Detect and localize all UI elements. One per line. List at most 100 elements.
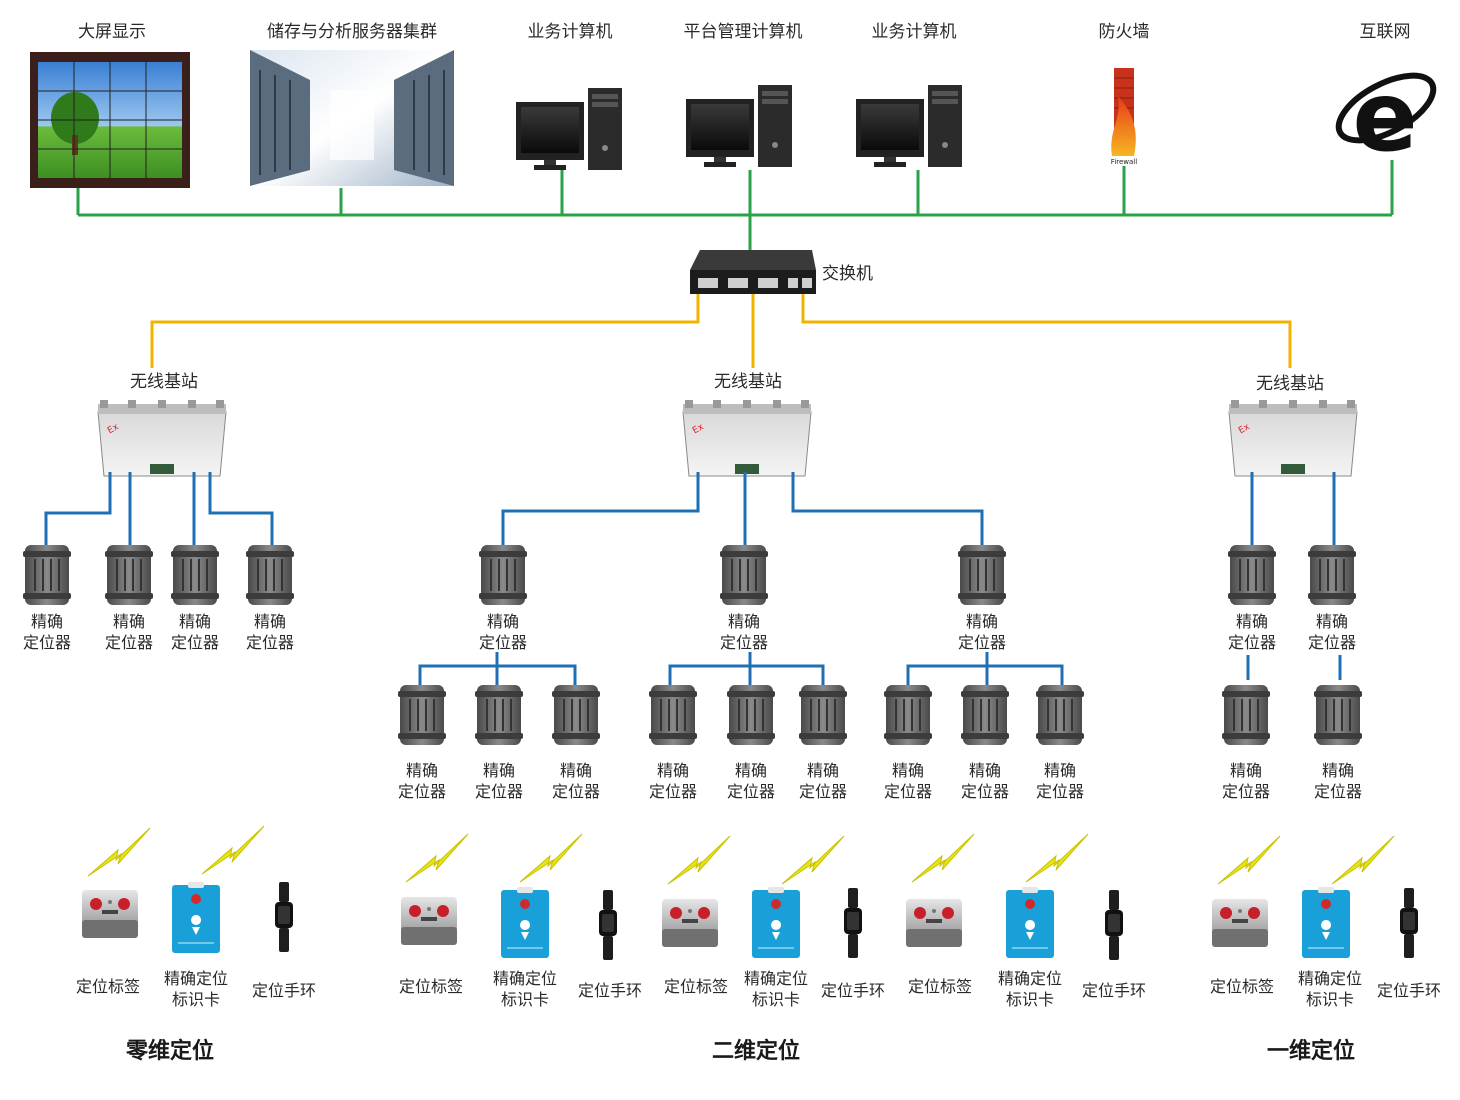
section-zero-dimension: 零维定位 xyxy=(125,1039,215,1064)
locator-label-line2: 定位器 xyxy=(1227,633,1277,652)
locator-label: 精确定位器 xyxy=(799,760,847,802)
label-positioning-tag: 定位标签 xyxy=(399,976,463,997)
lightning-icon xyxy=(911,833,975,883)
locator-label-line1: 精确 xyxy=(486,612,520,631)
locator-icon xyxy=(726,684,776,746)
locator-label: 精确定位器 xyxy=(727,760,775,802)
locator-label-line2: 定位器 xyxy=(397,782,447,801)
label-internet: 互联网 xyxy=(1359,22,1411,42)
lightning-icon xyxy=(87,827,151,877)
label-positioning-card: 精确定位标识卡 xyxy=(744,968,808,1010)
label-positioning-wristband-line: 定位手环 xyxy=(1376,981,1442,1000)
label-positioning-card-line: 标识卡 xyxy=(171,990,221,1009)
firewall-icon: Firewall xyxy=(1111,68,1137,166)
server-cluster-icon xyxy=(250,50,454,186)
lightning-icon xyxy=(1025,833,1089,883)
label-pc-admin: 平台管理计算机 xyxy=(683,22,803,42)
locator-label-line2: 定位器 xyxy=(1313,782,1363,801)
locator-label-line2: 定位器 xyxy=(1307,633,1357,652)
locator-label-line1: 精确 xyxy=(1321,761,1355,780)
label-base-station-middle: 无线基站 xyxy=(714,372,782,392)
locator-icon xyxy=(478,544,528,606)
wireless-base-station-icon xyxy=(1228,399,1358,477)
locator-icon xyxy=(474,684,524,746)
locator-icon xyxy=(1307,544,1357,606)
tag-group xyxy=(82,825,1418,960)
lightning-icon xyxy=(201,825,265,875)
locator-label-line1: 精确 xyxy=(1043,761,1077,780)
locator-label-line1: 精确 xyxy=(405,761,439,780)
lightning-icon xyxy=(519,833,583,883)
locator-label: 精确定位器 xyxy=(475,760,523,802)
locator-icon xyxy=(551,684,601,746)
positioning-card-icon xyxy=(1005,886,1055,959)
locator-label: 精确定位器 xyxy=(884,760,932,802)
internet-explorer-icon: e xyxy=(1332,61,1438,173)
locator-label-line2: 定位器 xyxy=(478,633,528,652)
locator-label-line1: 精确 xyxy=(253,612,287,631)
label-positioning-wristband: 定位手环 xyxy=(1082,980,1146,1001)
locator-icon xyxy=(1227,544,1277,606)
locator-label-line1: 精确 xyxy=(734,761,768,780)
label-bigscreen: 大屏显示 xyxy=(78,22,146,42)
label-positioning-wristband-line: 定位手环 xyxy=(820,981,886,1000)
section-two-dimension: 二维定位 xyxy=(711,1039,801,1064)
locator-label: 精确定位器 xyxy=(23,611,71,653)
label-positioning-card-line: 精确定位 xyxy=(163,969,229,988)
label-base-station-left: 无线基站 xyxy=(130,372,198,392)
label-switch: 交换机 xyxy=(822,264,873,284)
label-positioning-card-line: 标识卡 xyxy=(751,990,801,1009)
label-positioning-card: 精确定位标识卡 xyxy=(1298,968,1362,1010)
locator-label-line2: 定位器 xyxy=(883,782,933,801)
uplink-lines xyxy=(150,294,1292,368)
locator-label-line2: 定位器 xyxy=(245,633,295,652)
label-positioning-card-line: 精确定位 xyxy=(997,969,1063,988)
label-positioning-wristband: 定位手环 xyxy=(252,980,316,1001)
locator-label-line2: 定位器 xyxy=(104,633,154,652)
positioning-tag-icon xyxy=(1212,899,1268,947)
locator-label: 精确定位器 xyxy=(552,760,600,802)
desktop-computer-icon xyxy=(856,85,962,167)
locator-label-line2: 定位器 xyxy=(551,782,601,801)
locator-icon xyxy=(1221,684,1271,746)
locator-label: 精确定位器 xyxy=(479,611,527,653)
positioning-tag-icon xyxy=(82,890,138,938)
locator-icon xyxy=(397,684,447,746)
label-servers: 储存与分析服务器集群 xyxy=(267,22,437,42)
label-positioning-tag-line: 定位标签 xyxy=(398,977,464,996)
label-positioning-wristband: 定位手环 xyxy=(821,980,885,1001)
label-positioning-tag: 定位标签 xyxy=(908,976,972,997)
label-positioning-wristband: 定位手环 xyxy=(1377,980,1441,1001)
desktop-computer-icon xyxy=(516,88,622,170)
locator-label-line1: 精确 xyxy=(891,761,925,780)
locator-label-line1: 精确 xyxy=(178,612,212,631)
locator-label: 精确定位器 xyxy=(1314,760,1362,802)
wireless-base-station-icon xyxy=(97,399,227,477)
lightning-icon xyxy=(1331,835,1395,885)
positioning-tag-icon xyxy=(906,899,962,947)
locator-label: 精确定位器 xyxy=(961,760,1009,802)
label-positioning-tag-line: 定位标签 xyxy=(663,977,729,996)
locator-label-line2: 定位器 xyxy=(719,633,769,652)
label-positioning-tag: 定位标签 xyxy=(1210,976,1274,997)
label-positioning-card-line: 标识卡 xyxy=(1305,990,1355,1009)
positioning-wristband-icon xyxy=(844,888,862,958)
label-base-station-right: 无线基站 xyxy=(1256,374,1324,394)
locator-label: 精确定位器 xyxy=(1036,760,1084,802)
locator-label-line1: 精确 xyxy=(482,761,516,780)
locator-label-line1: 精确 xyxy=(965,612,999,631)
positioning-card-icon xyxy=(1301,886,1351,959)
locator-label-line1: 精确 xyxy=(806,761,840,780)
locator-label-line1: 精确 xyxy=(30,612,64,631)
locator-label-line1: 精确 xyxy=(1315,612,1349,631)
locator-label-line1: 精确 xyxy=(727,612,761,631)
locator-icon xyxy=(1035,684,1085,746)
desktop-computer-icon xyxy=(686,85,792,167)
positioning-wristband-icon xyxy=(1400,888,1418,958)
locator-icon xyxy=(22,544,72,606)
locator-label: 精确定位器 xyxy=(1308,611,1356,653)
locator-label: 精确定位器 xyxy=(720,611,768,653)
locator-label-line2: 定位器 xyxy=(798,782,848,801)
positioning-wristband-icon xyxy=(275,882,293,952)
